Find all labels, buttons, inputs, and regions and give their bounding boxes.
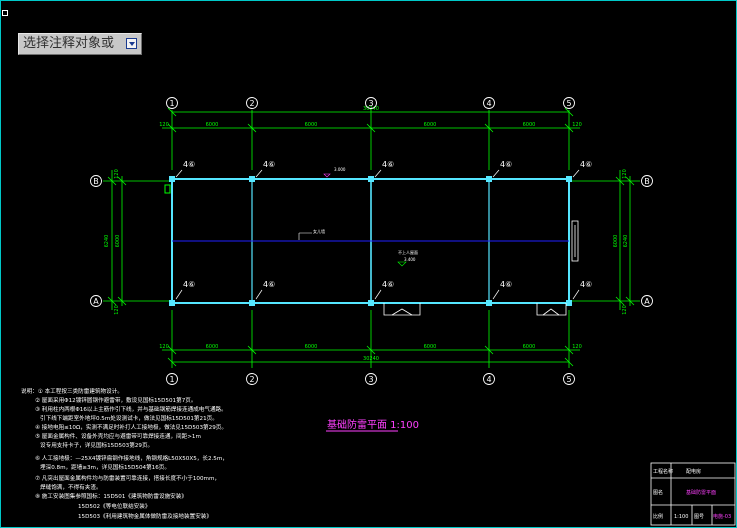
note-line-7: 设专用支持卡子，详见国标15D503第29页。: [40, 441, 153, 449]
top-dim-3: 6000: [424, 122, 437, 128]
note-line-5: ④ 接地电阻≤10Ω，实测不满足时补打人工接地极，做法见15D503第29页。: [35, 423, 227, 431]
note-line-14: 15D503《利用建筑物金属体做防雷及接地装置安装》: [78, 512, 212, 520]
rebar-tag-2-bottom: 4⑥: [263, 280, 275, 289]
rebar-tag-5-bottom: 4⑥: [580, 280, 592, 289]
roof-note: 不上人屋面: [398, 249, 418, 255]
axis-label-2-bottom: 2: [249, 375, 254, 384]
rebar-tag-4-bottom: 4⑥: [500, 280, 512, 289]
axis-label-b-left: B: [93, 177, 99, 186]
left-depth-dim-total: 6240: [104, 235, 110, 248]
roof-elevation: 3.400: [404, 257, 416, 262]
command-prompt-label: 选择注释对象或: [23, 36, 115, 51]
rebar-tag-markers: [175, 169, 580, 300]
top-edge-dim-right: 120: [572, 122, 582, 128]
left-edge-dim-top: 120: [114, 169, 120, 179]
elevation-marker: [323, 173, 331, 178]
note-line-9: 埋深0.8m，距墙≥3m，详见国标15D504第16页。: [40, 463, 170, 471]
title-block-project-label: 工程名称: [653, 468, 673, 475]
note-line-4: 引下线下端距室外地坪0.5m处设测试卡，做法见国标15D501第21页。: [40, 414, 218, 422]
title-block-project-value: 配电房: [686, 468, 701, 475]
right-depth-dim-total: 6240: [623, 235, 629, 248]
column-markers: [169, 176, 572, 306]
right-louver: [571, 220, 579, 262]
note-line-13: 15D502《等电位联结安装》: [78, 502, 150, 510]
axis-label-a-left: A: [93, 297, 99, 306]
axis-label-5-top: 5: [566, 99, 571, 108]
bottom-total-dim: 30240: [363, 356, 379, 362]
right-edge-dim-bottom: 120: [622, 305, 628, 315]
left-depth-dim: 6000: [115, 235, 121, 248]
top-dim-4: 6000: [523, 122, 536, 128]
side-dimension-bands: [103, 170, 640, 310]
title-block-drawing-label: 图名: [653, 489, 663, 496]
rebar-tag-2-top: 4⑥: [263, 160, 275, 169]
slope-leader: [298, 232, 312, 240]
left-door-symbol: [164, 184, 171, 194]
bottom-dim-1: 6000: [206, 344, 219, 350]
bottom-edge-dim-left: 120: [159, 344, 169, 350]
title-block: [650, 462, 736, 526]
top-axis-bubbles: [166, 97, 575, 109]
note-line-2: ② 屋面采用Φ12镀锌圆钢作避雷带，敷设见国标15D501第7页。: [35, 396, 196, 404]
axis-label-1-bottom: 1: [169, 375, 174, 384]
note-line-1: 说明：① 本工程按三类防雷建筑物设计。: [21, 387, 123, 395]
rebar-tag-1-top: 4⑥: [183, 160, 195, 169]
rebar-tag-4-top: 4⑥: [500, 160, 512, 169]
bottom-dimension-band: [162, 310, 580, 368]
right-depth-dim: 6000: [613, 235, 619, 248]
rebar-tag-3-bottom: 4⑥: [382, 280, 394, 289]
side-axis-bubbles: [90, 175, 653, 307]
top-dimension-band: [162, 107, 580, 170]
bottom-dim-4: 6000: [523, 344, 536, 350]
dropdown-arrow-icon[interactable]: [126, 38, 137, 49]
bottom-edge-dim-right: 120: [572, 344, 582, 350]
axis-label-2-top: 2: [249, 99, 254, 108]
cursor-marker: [2, 10, 8, 16]
bottom-dim-3: 6000: [424, 344, 437, 350]
bottom-dim-2: 6000: [305, 344, 318, 350]
right-edge-dim-top: 120: [622, 169, 628, 179]
top-dim-1: 6000: [206, 122, 219, 128]
axis-label-4-bottom: 4: [486, 375, 491, 384]
axis-label-a-right: A: [644, 297, 650, 306]
roof-elev-marker: [397, 261, 407, 267]
note-line-8: ⑥ 人工接地极：—25X4镀锌扁钢作接地线，角钢规格L50X50X5，长2.5m…: [35, 454, 228, 462]
axis-label-5-bottom: 5: [566, 375, 571, 384]
axis-label-4-top: 4: [486, 99, 491, 108]
elevation-label: 3.000: [334, 167, 346, 172]
top-edge-dim-left: 120: [159, 122, 169, 128]
general-notes: 说明：① 本工程按三类防雷建筑物设计。 ② 屋面采用Φ12镀锌圆钢作避雷带，敷设…: [21, 387, 228, 520]
rebar-tag-3-top: 4⑥: [382, 160, 394, 169]
top-total-dim: 30240: [363, 106, 379, 112]
title-block-number-value: 电施-03: [713, 513, 731, 520]
rebar-tag-5-top: 4⑥: [580, 160, 592, 169]
axis-label-3-top: 3: [368, 99, 373, 108]
title-block-drawing-value: 基础防雷平面: [686, 489, 716, 496]
note-line-6: ⑤ 屋面金属构件、设备外壳均应与避雷带可靠焊接连通，间距>1m: [35, 432, 201, 440]
drawing-title: 基础防雷平面 1:100: [327, 418, 419, 431]
command-prompt-tooltip[interactable]: 选择注释对象或: [18, 33, 142, 55]
note-line-3: ③ 利用柱内两根Φ16以上主筋作引下线，并与基础钢筋焊接连通成电气通路。: [35, 405, 227, 413]
mid-label: 女儿墙: [313, 228, 325, 234]
left-edge-dim-bottom: 120: [114, 305, 120, 315]
bottom-doorways: [383, 303, 567, 316]
note-line-10: ⑦ 凡突出屋面金属构件均与防雷装置可靠连接，搭接长度不小于100mm，: [35, 474, 220, 482]
title-block-scale-label: 比例: [653, 513, 663, 520]
title-block-number-label: 图号: [694, 514, 704, 520]
axis-label-b-right: B: [644, 177, 650, 186]
top-dim-2: 6000: [305, 122, 318, 128]
note-line-11: 焊缝饱满，不得有夹渣。: [40, 483, 102, 491]
title-block-scale-value: 1:100: [674, 514, 688, 520]
bottom-axis-bubbles: [166, 373, 575, 385]
axis-label-1-top: 1: [169, 99, 174, 108]
note-line-12: ⑧ 施工安装图集参照国标：15D501《建筑物防雷设施安装》: [35, 492, 187, 500]
rebar-tag-1-bottom: 4⑥: [183, 280, 195, 289]
axis-label-3-bottom: 3: [368, 375, 373, 384]
